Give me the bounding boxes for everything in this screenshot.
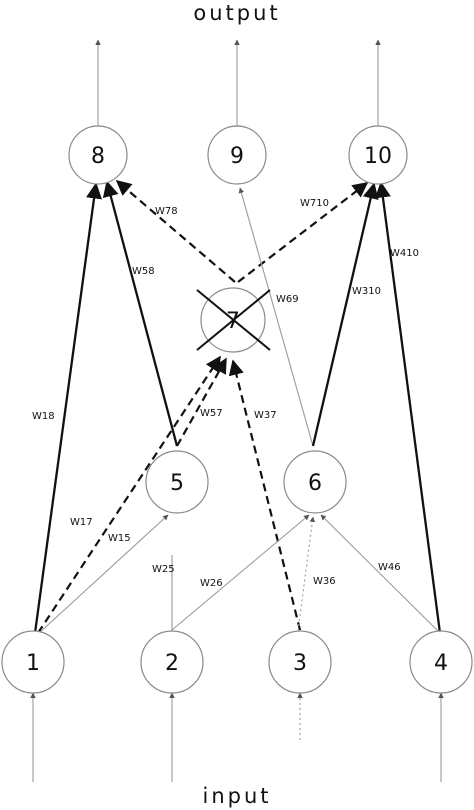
edge-6-9	[238, 187, 314, 447]
edge-5-7	[176, 357, 227, 447]
input-label: input	[202, 784, 271, 808]
weight-label-w18: W18	[32, 411, 55, 422]
node-1: 1	[1, 630, 65, 694]
edge-5-8	[102, 180, 179, 447]
node-8: 8	[68, 125, 128, 185]
weight-label-w310: W310	[352, 286, 381, 297]
edge-4-10	[374, 181, 442, 634]
weight-label-w57: W57	[200, 408, 223, 419]
weight-label-w69: W69	[276, 294, 299, 305]
node-10: 10	[348, 125, 408, 185]
node-7: 7	[196, 287, 271, 353]
node-2: 2	[140, 630, 204, 694]
node-10-label: 10	[364, 144, 392, 169]
edge-1-8	[33, 182, 103, 634]
edge-4-6	[320, 514, 441, 634]
node-3: 3	[268, 630, 332, 694]
node-6-label: 6	[308, 471, 322, 496]
node-3-label: 3	[293, 651, 307, 676]
edge-7-10	[237, 182, 369, 283]
weight-label-w25: W25	[152, 564, 175, 575]
node-6: 6	[283, 450, 347, 514]
node-2-label: 2	[165, 651, 179, 676]
node-1-label: 1	[26, 651, 40, 676]
edge-2-6	[171, 514, 310, 631]
output-label: output	[193, 1, 280, 25]
node-8-label: 8	[91, 144, 105, 169]
weight-label-w46: W46	[378, 562, 401, 573]
node-5-label: 5	[170, 471, 184, 496]
node-4-label: 4	[434, 651, 448, 676]
weight-label-w26: W26	[200, 578, 223, 589]
weight-label-w78: W78	[155, 206, 178, 217]
edge-6-10	[311, 182, 379, 447]
weight-label-w710: W710	[300, 198, 329, 209]
edge-3-7	[228, 359, 302, 631]
weight-label-w37: W37	[254, 410, 277, 421]
weight-label-w15: W15	[108, 533, 131, 544]
weight-label-w17: W17	[70, 517, 93, 528]
node-4: 4	[409, 630, 473, 694]
weight-label-w410: W410	[390, 248, 419, 259]
weight-label-w36: W36	[313, 576, 336, 587]
weight-label-w58: W58	[132, 266, 155, 277]
edge-1-5	[37, 514, 169, 635]
node-9: 9	[207, 125, 267, 185]
edge-1-7	[37, 355, 221, 634]
edge-3-6	[297, 516, 316, 632]
node-5: 5	[145, 450, 209, 514]
node-9-label: 9	[230, 144, 244, 169]
